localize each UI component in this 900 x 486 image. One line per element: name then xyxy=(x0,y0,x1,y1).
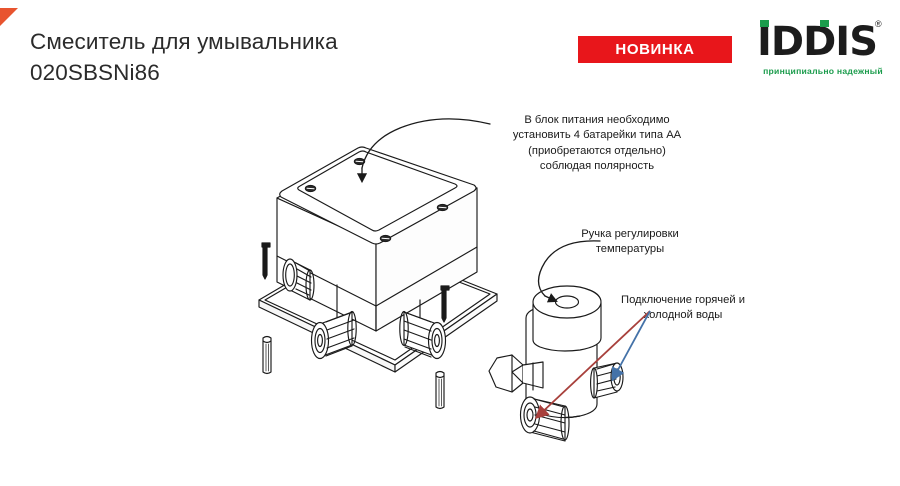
annotation-battery-note: В блок питания необходимо установить 4 б… xyxy=(512,114,682,173)
annotation-handle-note: Ручка регулировки температуры xyxy=(581,228,679,256)
leader-handle-note xyxy=(537,240,601,303)
fixing-screw xyxy=(261,242,271,280)
connector-left xyxy=(282,258,315,301)
connector-front-left xyxy=(310,310,357,360)
status-badge-new: НОВИНКА xyxy=(578,36,732,63)
box-lid xyxy=(297,150,458,232)
logo-green-square-icon xyxy=(760,20,769,27)
fixing-screw xyxy=(440,285,450,323)
logo-wordmark: IDDIS xyxy=(757,19,878,65)
power-supply-box xyxy=(258,146,498,410)
hot-water-arrow xyxy=(534,310,651,419)
lid-screw xyxy=(353,157,366,166)
logo-tagline: принципиально надежный xyxy=(763,66,883,76)
page-title: Смеситель для умывальника 020SBSNi86 xyxy=(30,29,338,85)
lid-screw xyxy=(379,234,392,243)
temperature-knob[interactable] xyxy=(532,285,602,352)
leader-battery-note xyxy=(356,118,491,184)
corner-triangle-decoration xyxy=(0,8,18,42)
lid-screw xyxy=(436,203,449,212)
logo-green-square-icon xyxy=(820,20,829,27)
thermostatic-mixing-valve xyxy=(488,285,624,442)
annotation-water-note: Подключение горячей и холодной воды xyxy=(621,294,745,322)
brand-logo: IDDIS ® принципиально надежный xyxy=(757,16,885,78)
cold-water-arrow xyxy=(611,310,651,382)
hex-nut-inlet xyxy=(488,354,544,393)
lid-screw xyxy=(304,184,317,193)
connector-front-right xyxy=(399,310,447,360)
registered-trademark-icon: ® xyxy=(875,19,882,29)
wall-dowel xyxy=(435,370,445,410)
wall-dowel xyxy=(262,335,272,375)
cold-water-port xyxy=(590,362,624,399)
